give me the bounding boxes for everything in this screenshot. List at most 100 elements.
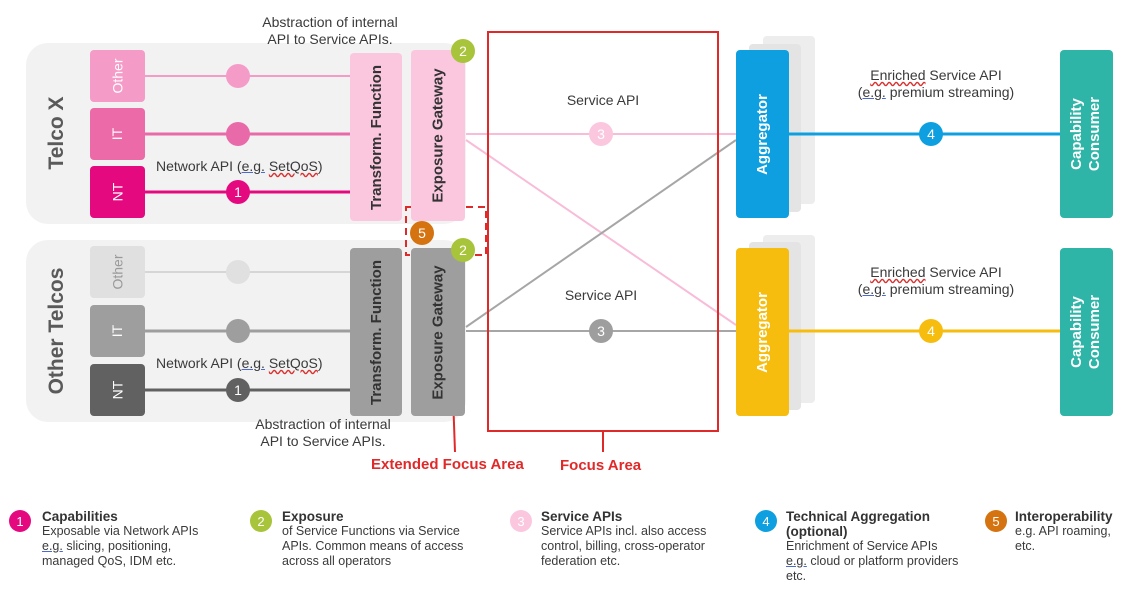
- other-telcos-abstraction-caption: Abstraction of internal API to Service A…: [233, 416, 413, 450]
- legend-line: etc.: [1015, 539, 1036, 553]
- other-telcos-aggregator: Aggregator: [736, 248, 789, 416]
- network-api-suffix: ): [317, 158, 323, 174]
- telco-x-exposure-gateway: Exposure Gateway: [411, 50, 465, 221]
- telco-x-enriched-caption: Enriched Service API (e.g. premium strea…: [846, 67, 1026, 101]
- network-api-prefix: Network API (: [156, 158, 242, 174]
- legend-badge-3: 3: [510, 510, 532, 532]
- legend-line: across all operators: [282, 554, 392, 568]
- network-api-prefix: Network API (: [156, 355, 242, 371]
- enriched-open: (: [857, 84, 863, 100]
- legend-badge-5: 5: [985, 510, 1007, 532]
- other-telcos-badge-3: 3: [589, 319, 613, 343]
- legend-eg: e.g.: [42, 539, 63, 553]
- legend-technical-aggregation: Technical Aggregation (optional) Enrichm…: [786, 509, 976, 584]
- network-api-example: SetQoS: [268, 158, 318, 174]
- enriched-eg: e.g.: [862, 84, 886, 100]
- legend-line: e.g. API roaming,: [1015, 524, 1111, 538]
- telco-x-badge-2: 2: [451, 39, 475, 63]
- legend-title: Technical Aggregation: [786, 509, 931, 524]
- enriched-title-prefix: Enriched: [870, 67, 926, 83]
- legend-line: control, billing, cross-operator: [541, 539, 705, 553]
- other-telcos-consumer-label: Capability Consumer: [1069, 295, 1105, 369]
- other-telcos-badge-2: 2: [451, 238, 475, 262]
- legend-title-2: (optional): [786, 524, 848, 539]
- interoperability-badge-5: 5: [410, 221, 434, 245]
- telco-x-layer-nt: NT: [90, 166, 145, 218]
- other-telcos-gateway-label: Exposure Gateway: [429, 264, 447, 400]
- other-telcos-badge-4: 4: [919, 319, 943, 343]
- legend-badge-2: 2: [250, 510, 272, 532]
- legend-interoperability: Interoperability e.g. API roaming, etc.: [1015, 509, 1130, 554]
- other-telcos-capability-consumer: Capability Consumer: [1060, 248, 1113, 416]
- other-telcos-title: Other Telcos: [45, 267, 68, 395]
- telco-x-aggregator-label: Aggregator: [754, 93, 771, 175]
- legend-exposure: Exposure of Service Functions via Servic…: [282, 509, 492, 569]
- enriched-title-rest: Service API: [929, 67, 1002, 83]
- legend-line: managed QoS, IDM etc.: [42, 554, 177, 568]
- telco-x-transform-label: Transform. Function: [367, 64, 385, 210]
- legend-badge-4: 4: [755, 510, 777, 532]
- enriched-title-prefix: Enriched: [870, 264, 926, 280]
- telco-x-badge-3: 3: [589, 122, 613, 146]
- telco-x-network-api-caption: Network API (e.g. SetQoS): [156, 158, 323, 175]
- telco-x-badge-4: 4: [919, 122, 943, 146]
- telco-x-abstraction-caption: Abstraction of internal API to Service A…: [240, 14, 420, 48]
- consumer-line1: Capability: [1068, 98, 1086, 170]
- other-telcos-exposure-gateway: Exposure Gateway: [411, 248, 465, 416]
- telco-x-aggregator: Aggregator: [736, 50, 789, 218]
- enriched-open: (: [857, 281, 863, 297]
- telco-x-service-api-label: Service API: [566, 92, 640, 108]
- telco-x-layer-it-label: IT: [109, 127, 126, 141]
- telco-x-consumer-label: Capability Consumer: [1069, 97, 1105, 171]
- other-telcos-layer-other-label: Other: [109, 254, 126, 290]
- telco-x-layer-it: IT: [90, 108, 145, 160]
- extended-focus-area-label: Extended Focus Area: [371, 456, 524, 473]
- enriched-eg: e.g.: [862, 281, 886, 297]
- focus-area-label: Focus Area: [560, 457, 642, 474]
- telco-x-gateway-label: Exposure Gateway: [429, 68, 447, 203]
- enriched-title-rest: Service API: [929, 264, 1002, 280]
- legend-line: slicing, positioning,: [66, 539, 172, 553]
- other-telcos-layer-it-label: IT: [109, 324, 126, 338]
- abstraction-caption-line1: Abstraction of internal: [262, 14, 398, 30]
- legend-line: of Service Functions via Service: [282, 524, 460, 538]
- other-telcos-aggregator-label: Aggregator: [754, 291, 771, 373]
- other-telcos-network-api-caption: Network API (e.g. SetQoS): [156, 355, 323, 372]
- other-telcos-transform-label: Transform. Function: [367, 259, 385, 405]
- legend-capabilities: Capabilities Exposable via Network APIs …: [42, 509, 232, 569]
- other-telcos-layer-other: Other: [90, 246, 145, 298]
- telco-x-other-marker: [226, 64, 250, 88]
- other-telcos-transform-function: Transform. Function: [350, 248, 402, 416]
- legend-line: federation etc.: [541, 554, 621, 568]
- telco-x-layer-other: Other: [90, 50, 145, 102]
- legend-line: cloud or platform providers: [810, 554, 959, 568]
- network-api-eg: e.g.: [241, 158, 265, 174]
- other-telcos-service-api-label: Service API: [564, 287, 638, 303]
- legend-line: Exposable via Network APIs: [42, 524, 199, 538]
- other-telcos-layer-it: IT: [90, 305, 145, 357]
- legend-eg: e.g.: [786, 554, 807, 568]
- abstraction-caption-line2: API to Service APIs.: [260, 433, 386, 449]
- legend-badge-1: 1: [9, 510, 31, 532]
- legend-service-apis: Service APIs Service APIs incl. also acc…: [541, 509, 741, 569]
- telco-x-layer-nt-label: NT: [109, 182, 126, 202]
- consumer-line2: Consumer: [1086, 96, 1104, 172]
- cross-line-grey: [465, 139, 737, 328]
- legend-title: Exposure: [282, 509, 344, 524]
- enriched-example: premium streaming): [889, 281, 1015, 297]
- telco-x-transform-function: Transform. Function: [350, 53, 402, 221]
- other-telcos-other-marker: [226, 260, 250, 284]
- legend-title: Interoperability: [1015, 509, 1113, 524]
- abstraction-caption-line1: Abstraction of internal: [255, 416, 391, 432]
- consumer-line1: Capability: [1068, 296, 1086, 368]
- legend-title: Capabilities: [42, 509, 118, 524]
- legend-title: Service APIs: [541, 509, 623, 524]
- consumer-line2: Consumer: [1086, 294, 1104, 370]
- abstraction-caption-line2: API to Service APIs.: [267, 31, 393, 47]
- other-telcos-layer-nt-label: NT: [109, 380, 126, 400]
- other-telcos-badge-1: 1: [226, 378, 250, 402]
- other-telcos-it-marker: [226, 319, 250, 343]
- network-api-suffix: ): [317, 355, 323, 371]
- telco-x-it-marker: [226, 122, 250, 146]
- legend-line: Service APIs incl. also access: [541, 524, 707, 538]
